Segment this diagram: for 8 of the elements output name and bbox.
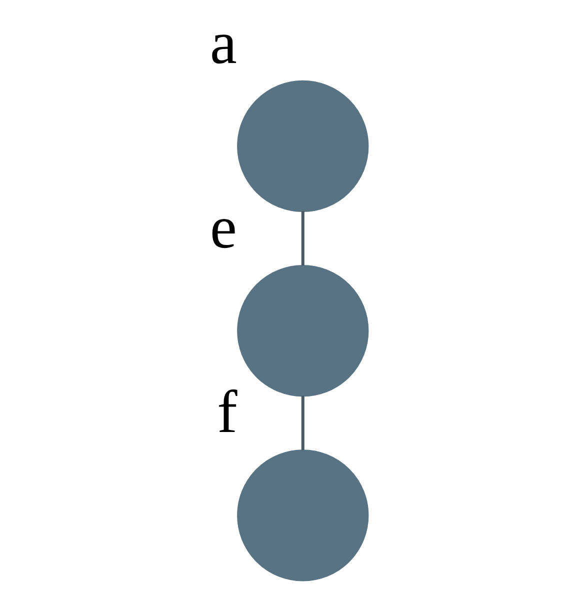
node-label: e: [210, 194, 237, 262]
connector: [301, 396, 304, 450]
node-circle: [237, 264, 369, 397]
node-circle: [237, 80, 369, 212]
connector: [301, 211, 304, 266]
node-label: f: [217, 379, 238, 446]
node-label: a: [210, 10, 237, 77]
node-circle: [237, 450, 369, 582]
